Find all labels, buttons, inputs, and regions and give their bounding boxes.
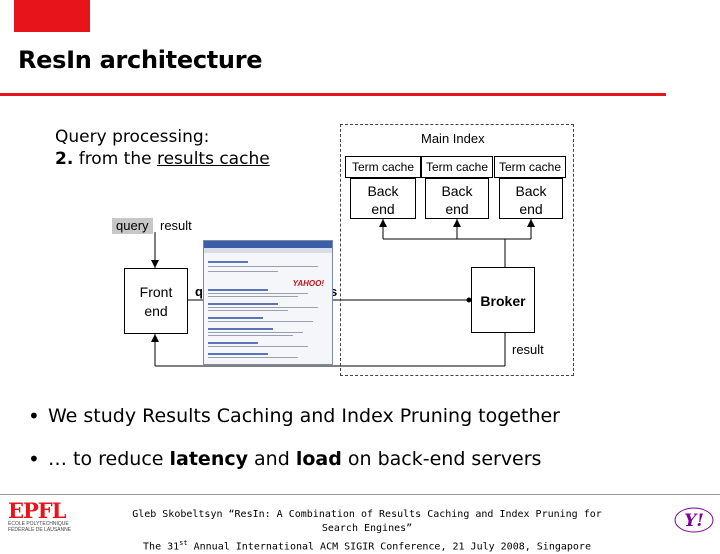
term-cache-3: Term cache xyxy=(494,156,566,178)
bullet-2-post: on back-end servers xyxy=(341,448,542,470)
main-index-label: Main Index xyxy=(421,131,485,146)
bullet-2-text: … to reduce latency and load on back-end… xyxy=(48,448,541,470)
query-processing-text: Query processing: 2. from the results ca… xyxy=(55,126,270,170)
bullet-2-mid: and xyxy=(248,448,296,470)
qp-step-prefix: from the xyxy=(78,149,152,169)
results-partial-label: s xyxy=(330,284,338,299)
title-underline xyxy=(0,93,666,96)
bullet-2-marker: • xyxy=(28,447,40,471)
back-end-3: Back end xyxy=(499,178,563,219)
broker-result-label: result xyxy=(512,342,544,357)
screenshot-toolbar xyxy=(204,248,332,253)
footer-citation: Gleb Skobeltsyn “ResIn: A Combination of… xyxy=(112,508,622,554)
screenshot-yahoo-logo: YAHOO! xyxy=(292,279,324,288)
result-label: result xyxy=(160,218,192,233)
term-cache-1: Term cache xyxy=(345,156,421,178)
bullet-2-pre: … to reduce xyxy=(48,448,170,470)
epfl-logo: EPFL ÉCOLE POLYTECHNIQUE FÉDÉRALE DE LAU… xyxy=(8,498,92,533)
footer-citation-line-1: Gleb Skobeltsyn “ResIn: A Combination of… xyxy=(132,509,602,534)
search-results-screenshot: YAHOO! xyxy=(203,240,333,365)
epfl-logo-mark: EPFL xyxy=(8,498,66,523)
bullet-1-marker: • xyxy=(28,404,40,428)
term-cache-2: Term cache xyxy=(421,156,493,178)
qp-heading: Query processing: xyxy=(55,127,210,147)
qp-step: 2. from the results cache xyxy=(55,148,270,170)
yahoo-logo-text: Y! xyxy=(684,511,704,531)
bullet-2-load: load xyxy=(295,448,342,470)
yahoo-logo-icon: Y! xyxy=(674,507,714,533)
qp-step-link: results cache xyxy=(156,149,270,169)
front-end-box: Front end xyxy=(124,268,188,334)
broker-box: Broker xyxy=(471,267,535,333)
query-label: query xyxy=(112,218,153,234)
main-index-boundary xyxy=(340,124,574,376)
bullet-2-latency: latency xyxy=(169,448,248,470)
footer-rule xyxy=(0,494,720,495)
bullet-1-text: We study Results Caching and Index Pruni… xyxy=(48,405,560,427)
epfl-logo-subtitle: ÉCOLE POLYTECHNIQUE FÉDÉRALE DE LAUSANNE xyxy=(8,521,72,533)
header-accent-block xyxy=(14,0,90,32)
footer-line2-sup: st xyxy=(179,539,188,547)
footer-line2-post: Annual International ACM SIGIR Conferenc… xyxy=(187,541,591,553)
footer-line2-pre: The 31 xyxy=(143,541,180,553)
back-end-1: Back end xyxy=(350,178,416,219)
query-partial-label: q xyxy=(195,284,203,299)
slide-title: ResIn architecture xyxy=(18,46,263,74)
back-end-2: Back end xyxy=(425,178,489,219)
qp-step-number: 2. xyxy=(55,149,74,169)
screenshot-titlebar xyxy=(204,241,332,248)
footer-citation-line-2: The 31st Annual International ACM SIGIR … xyxy=(112,536,622,554)
